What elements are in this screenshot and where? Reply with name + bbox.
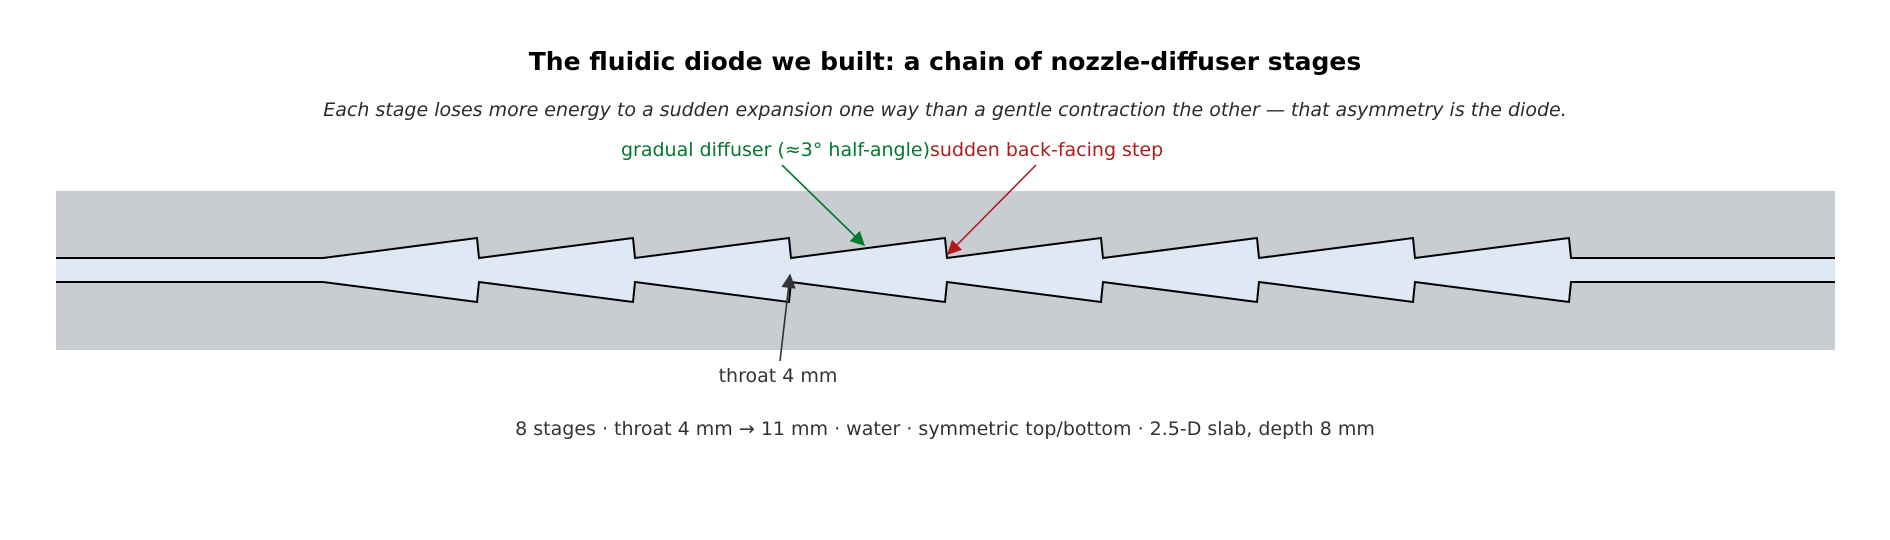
channel-top-wall	[56, 236, 1835, 260]
diagram-subtitle: Each stage loses more energy to a sudden…	[323, 99, 1567, 121]
throat-label: throat 4 mm	[719, 365, 838, 387]
throat-arrow	[779, 273, 796, 362]
step-arrow	[946, 164, 1037, 256]
spec-footer: 8 stages · throat 4 mm → 11 mm · water ·…	[515, 418, 1375, 440]
diffuser-arrow	[781, 164, 866, 247]
channel-bottom-wall	[56, 280, 1835, 304]
diode-channel	[56, 238, 1835, 302]
diffuser-label: gradual diffuser (≈3° half-angle)	[621, 139, 930, 161]
diagram-title: The fluidic diode we built: a chain of n…	[529, 47, 1362, 76]
step-label: sudden back-facing step	[930, 139, 1163, 161]
